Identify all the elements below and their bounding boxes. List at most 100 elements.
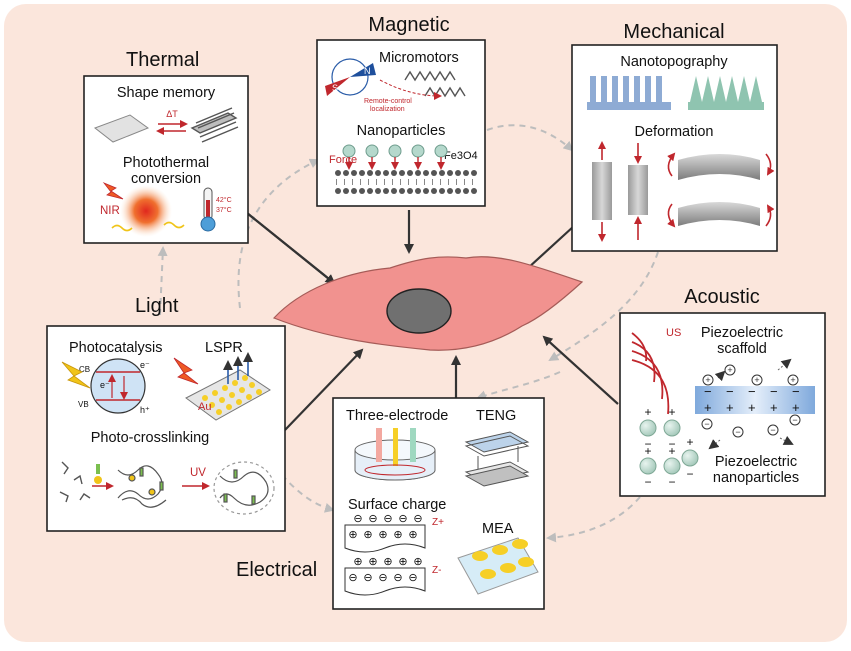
vb-label: VB bbox=[78, 400, 89, 409]
svg-text:−: − bbox=[704, 419, 709, 429]
category-thermal: Thermal bbox=[126, 49, 199, 71]
svg-text:⊕: ⊕ bbox=[383, 556, 392, 568]
electron-label-outer: e⁻ bbox=[140, 360, 150, 370]
electron-label: e⁻ bbox=[100, 380, 110, 390]
np-charge-marks: ++−− ++−− +− bbox=[644, 405, 693, 489]
svg-text:−: − bbox=[770, 384, 778, 399]
surface-charge-label: Surface charge bbox=[348, 497, 446, 513]
svg-text:⊖: ⊖ bbox=[353, 513, 362, 525]
nir-label: NIR bbox=[100, 205, 120, 217]
category-mechanical: Mechanical bbox=[623, 21, 724, 43]
svg-text:⊕: ⊕ bbox=[393, 529, 402, 541]
lightning-icon bbox=[61, 361, 91, 389]
au-label: Au bbox=[198, 401, 211, 413]
svg-text:⊕: ⊕ bbox=[413, 556, 422, 568]
n-pole-label: N bbox=[364, 66, 371, 76]
crosslinked-network-icon bbox=[213, 461, 275, 515]
magnetic-box bbox=[316, 39, 486, 207]
surface-charge-symbols-bottom: ⊕⊕⊕⊕⊕ ⊖⊖⊖⊖⊖ bbox=[348, 556, 422, 584]
mea-chip-icon bbox=[457, 537, 539, 595]
svg-text:+: + bbox=[770, 400, 778, 415]
bend-arrows bbox=[667, 152, 775, 228]
scaffold-charge-marks: −−−−− +++++ bbox=[704, 384, 800, 415]
rolled-sheet-icon bbox=[190, 107, 239, 143]
dashed-cycle-arrows bbox=[157, 124, 659, 543]
svg-text:+: + bbox=[792, 400, 800, 415]
svg-text:−: − bbox=[644, 475, 651, 489]
photocatalysis-label: Photocatalysis bbox=[69, 340, 163, 356]
magnet-icon bbox=[325, 58, 376, 96]
teng-label: TENG bbox=[476, 408, 516, 424]
svg-text:⊖: ⊖ bbox=[398, 513, 407, 525]
svg-text:−: − bbox=[792, 384, 800, 399]
remote-label-line1: Remote-control bbox=[364, 98, 412, 105]
category-magnetic: Magnetic bbox=[368, 14, 449, 36]
force-arrows bbox=[345, 157, 445, 170]
thermometer-icon bbox=[200, 187, 216, 232]
svg-text:⊕: ⊕ bbox=[398, 556, 407, 568]
temp-low-label: 37°C bbox=[216, 206, 232, 214]
piezo-nanoparticle-icons bbox=[639, 419, 699, 475]
nanocones-icon bbox=[688, 76, 764, 110]
svg-text:+: + bbox=[726, 400, 734, 415]
surface-charge-symbols-top: ⊖⊖⊖⊖⊖ ⊕⊕⊕⊕⊕ bbox=[348, 513, 422, 541]
magnetic-nanoparticle-icons bbox=[342, 144, 448, 158]
svg-text:⊖: ⊖ bbox=[413, 513, 422, 525]
z-minus-label: Z- bbox=[432, 565, 441, 576]
svg-text:−: − bbox=[748, 384, 756, 399]
svg-text:⊖: ⊖ bbox=[408, 572, 417, 584]
piezo-scaffold-label-line2: scaffold bbox=[717, 341, 767, 357]
nanopillars-icon bbox=[587, 76, 671, 110]
svg-text:⊖: ⊖ bbox=[368, 513, 377, 525]
piezo-np-label-line1: Piezoelectric bbox=[715, 454, 797, 470]
temp-high-label: 42°C bbox=[216, 196, 232, 204]
svg-text:⊕: ⊕ bbox=[363, 529, 372, 541]
svg-text:⊕: ⊕ bbox=[348, 529, 357, 541]
svg-text:−: − bbox=[792, 415, 797, 425]
svg-text:+: + bbox=[727, 365, 732, 375]
svg-text:+: + bbox=[644, 444, 651, 458]
lspr-label: LSPR bbox=[205, 340, 243, 356]
cb-label: CB bbox=[79, 365, 90, 374]
svg-text:⊖: ⊖ bbox=[378, 572, 387, 584]
heat-glow-icon bbox=[120, 185, 172, 237]
svg-text:−: − bbox=[644, 437, 651, 451]
ultrasound-waves-icon bbox=[631, 332, 670, 415]
nanotopography-label: Nanotopography bbox=[620, 54, 728, 70]
piezo-scaffold-icon bbox=[695, 386, 815, 414]
bent-sheet-icon bbox=[678, 154, 760, 180]
svg-text:−: − bbox=[704, 384, 712, 399]
delta-t-label: ΔT bbox=[166, 109, 178, 119]
svg-text:−: − bbox=[686, 467, 693, 481]
svg-text:−: − bbox=[668, 475, 675, 489]
mea-label: MEA bbox=[482, 521, 514, 537]
svg-text:⊕: ⊕ bbox=[378, 529, 387, 541]
teng-device-icon bbox=[464, 431, 530, 487]
wave-icon bbox=[111, 224, 133, 232]
svg-text:+: + bbox=[704, 400, 712, 415]
deformation-label: Deformation bbox=[635, 124, 714, 140]
piezo-np-label-line2: nanoparticles bbox=[713, 470, 799, 486]
svg-text:⊕: ⊕ bbox=[408, 529, 417, 541]
swap-arrows-icon bbox=[156, 120, 188, 135]
lightning-icon bbox=[102, 182, 124, 200]
svg-text:⊖: ⊖ bbox=[348, 572, 357, 584]
emission-arrows bbox=[223, 352, 253, 384]
category-electrical: Electrical bbox=[236, 559, 317, 581]
spring-micromotor-icon bbox=[404, 70, 456, 82]
crosslinker-icon bbox=[94, 464, 102, 484]
piezo-scaffold-label-line1: Piezoelectric bbox=[701, 325, 783, 341]
lightning-icon bbox=[173, 357, 199, 385]
svg-text:−: − bbox=[770, 425, 775, 435]
photothermal-label-line2: conversion bbox=[131, 171, 201, 187]
svg-text:⊖: ⊖ bbox=[363, 572, 372, 584]
z-plus-label: Z+ bbox=[432, 517, 444, 528]
path-arrow bbox=[379, 79, 442, 100]
membrane-icon bbox=[335, 170, 477, 194]
svg-text:−: − bbox=[726, 384, 734, 399]
bent-sheet-icon bbox=[678, 202, 760, 226]
ion-flow-arrows bbox=[708, 358, 794, 450]
flat-sheet-icon bbox=[93, 114, 150, 143]
stretch-bar-icon bbox=[592, 162, 612, 220]
nanoparticles-label: Nanoparticles bbox=[357, 123, 446, 139]
